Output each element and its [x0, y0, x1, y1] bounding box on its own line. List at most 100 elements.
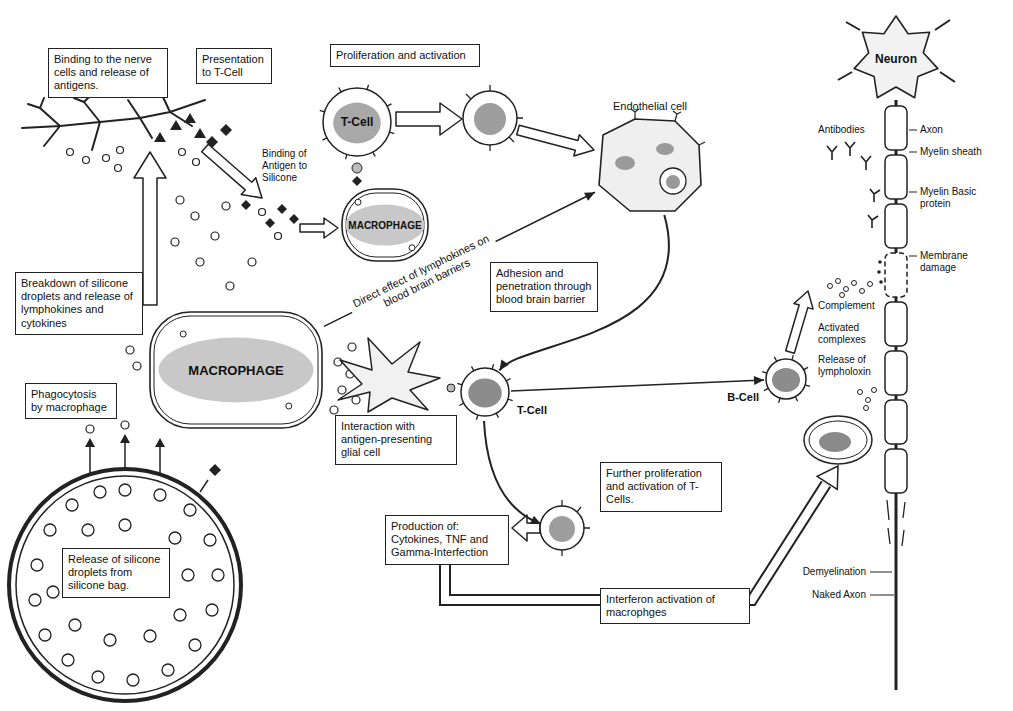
proliferating-cell: [540, 506, 584, 550]
droplet: [330, 406, 338, 414]
antibody: [861, 156, 871, 170]
part-label: Activated complexes: [818, 322, 882, 346]
complement: [828, 279, 873, 298]
curved-arrow: [484, 421, 536, 522]
cell-label: MACROPHAGE: [348, 220, 421, 231]
shape-outline: [804, 367, 808, 369]
box-text: Breakdown of silicone droplets and relea…: [21, 277, 137, 330]
process-box: Release of silicone droplets from silico…: [62, 548, 170, 598]
myelin-sheath: [885, 253, 907, 297]
connector-line: [511, 380, 764, 391]
shape-outline: [762, 372, 767, 373]
arrowhead: [85, 434, 165, 447]
silicone-droplet: [29, 484, 224, 686]
box-text: Proliferation and activation: [336, 49, 474, 62]
silicone-droplet: [104, 634, 116, 646]
t-cell-shape: T-Cell: [321, 86, 393, 158]
macrophage-shape: MACROPHAGE: [148, 310, 324, 430]
shape-outline: [496, 413, 498, 417]
antigen: [352, 176, 362, 186]
droplet: [83, 157, 90, 164]
silicone-droplet: [212, 569, 224, 581]
complement: [844, 287, 849, 292]
antibody: [827, 146, 837, 160]
droplet: [171, 238, 179, 246]
silicone-bag: [9, 469, 241, 701]
shape-outline: [599, 119, 701, 211]
shape-outline: [764, 357, 808, 401]
arrowhead: [530, 516, 541, 524]
part-label: Demyelination: [790, 566, 866, 578]
part-label: Myelin sheath: [920, 146, 1005, 158]
process-box: Binding to the nerve cells and release o…: [48, 48, 168, 98]
part-label: Binding of Antigen to Silicone: [262, 148, 322, 184]
macrophage-symbol: [819, 432, 851, 452]
antigen: [184, 113, 196, 123]
antigen: [209, 464, 221, 476]
shape-outline: [766, 359, 806, 399]
part-label: Antibodies: [818, 124, 888, 136]
complement: [828, 284, 833, 289]
shape-outline: [339, 88, 341, 92]
antibody: [845, 142, 855, 156]
shape-outline: [367, 85, 368, 90]
box-text: Further proliferation and activation of …: [606, 467, 716, 507]
thick-arrow: [300, 218, 338, 238]
lympholoxin: [858, 388, 877, 411]
shape-outline: [492, 364, 493, 369]
nerve-cell: [22, 96, 205, 150]
cell-label: Endothelial cell: [585, 100, 715, 112]
macrophage-symbol: [804, 416, 872, 464]
arrowhead: [584, 192, 595, 200]
shape-outline: [772, 368, 800, 392]
droplet: [121, 421, 129, 429]
arrowhead: [85, 438, 95, 447]
silicone-droplet: [184, 504, 196, 516]
droplet: [226, 282, 234, 290]
release-arrow: [90, 442, 208, 492]
droplet: [126, 346, 134, 354]
macrophage-symbol: [804, 416, 872, 464]
shape-outline: [286, 403, 292, 409]
droplet: [348, 343, 356, 351]
silicone-droplet: [119, 484, 131, 496]
part-label: Membrane damage: [920, 250, 1005, 274]
cell-label: T-Cell: [341, 115, 374, 129]
antigen-silicone-link: [352, 163, 362, 173]
antigen: [289, 214, 299, 224]
droplet: [67, 149, 74, 156]
shape-outline: [180, 331, 186, 337]
silicone-bag: [9, 469, 241, 701]
droplet: [117, 147, 124, 154]
lympholoxin: [864, 406, 869, 411]
proliferating-cell: [463, 91, 517, 145]
silicone-droplet: [206, 604, 218, 616]
shape-outline: [774, 357, 776, 361]
connector: [511, 376, 764, 391]
antibody: [868, 215, 878, 228]
silicone-droplet: [39, 629, 51, 641]
shape-outline: [342, 189, 428, 261]
silicone-droplet: [154, 489, 166, 501]
complement: [840, 293, 845, 298]
lympholoxin: [858, 390, 863, 395]
droplet: [86, 425, 94, 433]
shape-outline: [795, 397, 797, 401]
curved-arrow: [484, 421, 536, 522]
silicone-droplet: [47, 586, 59, 598]
silicone-droplet: [162, 664, 174, 676]
shape-outline: [508, 399, 513, 400]
complement: [860, 289, 865, 294]
antigen: [194, 128, 206, 138]
shape-outline: [387, 104, 391, 106]
silicone-droplet: [144, 630, 156, 642]
droplet: [115, 165, 122, 172]
droplet: [191, 212, 199, 220]
silicone-droplet: [66, 499, 78, 511]
droplet: [222, 202, 230, 210]
droplet: [338, 386, 346, 394]
shape-outline: [656, 143, 674, 155]
antigen: [220, 124, 232, 136]
process-box: Further proliferation and activation of …: [600, 462, 722, 512]
box-text: Phagocytosis by macrophage: [31, 388, 111, 414]
